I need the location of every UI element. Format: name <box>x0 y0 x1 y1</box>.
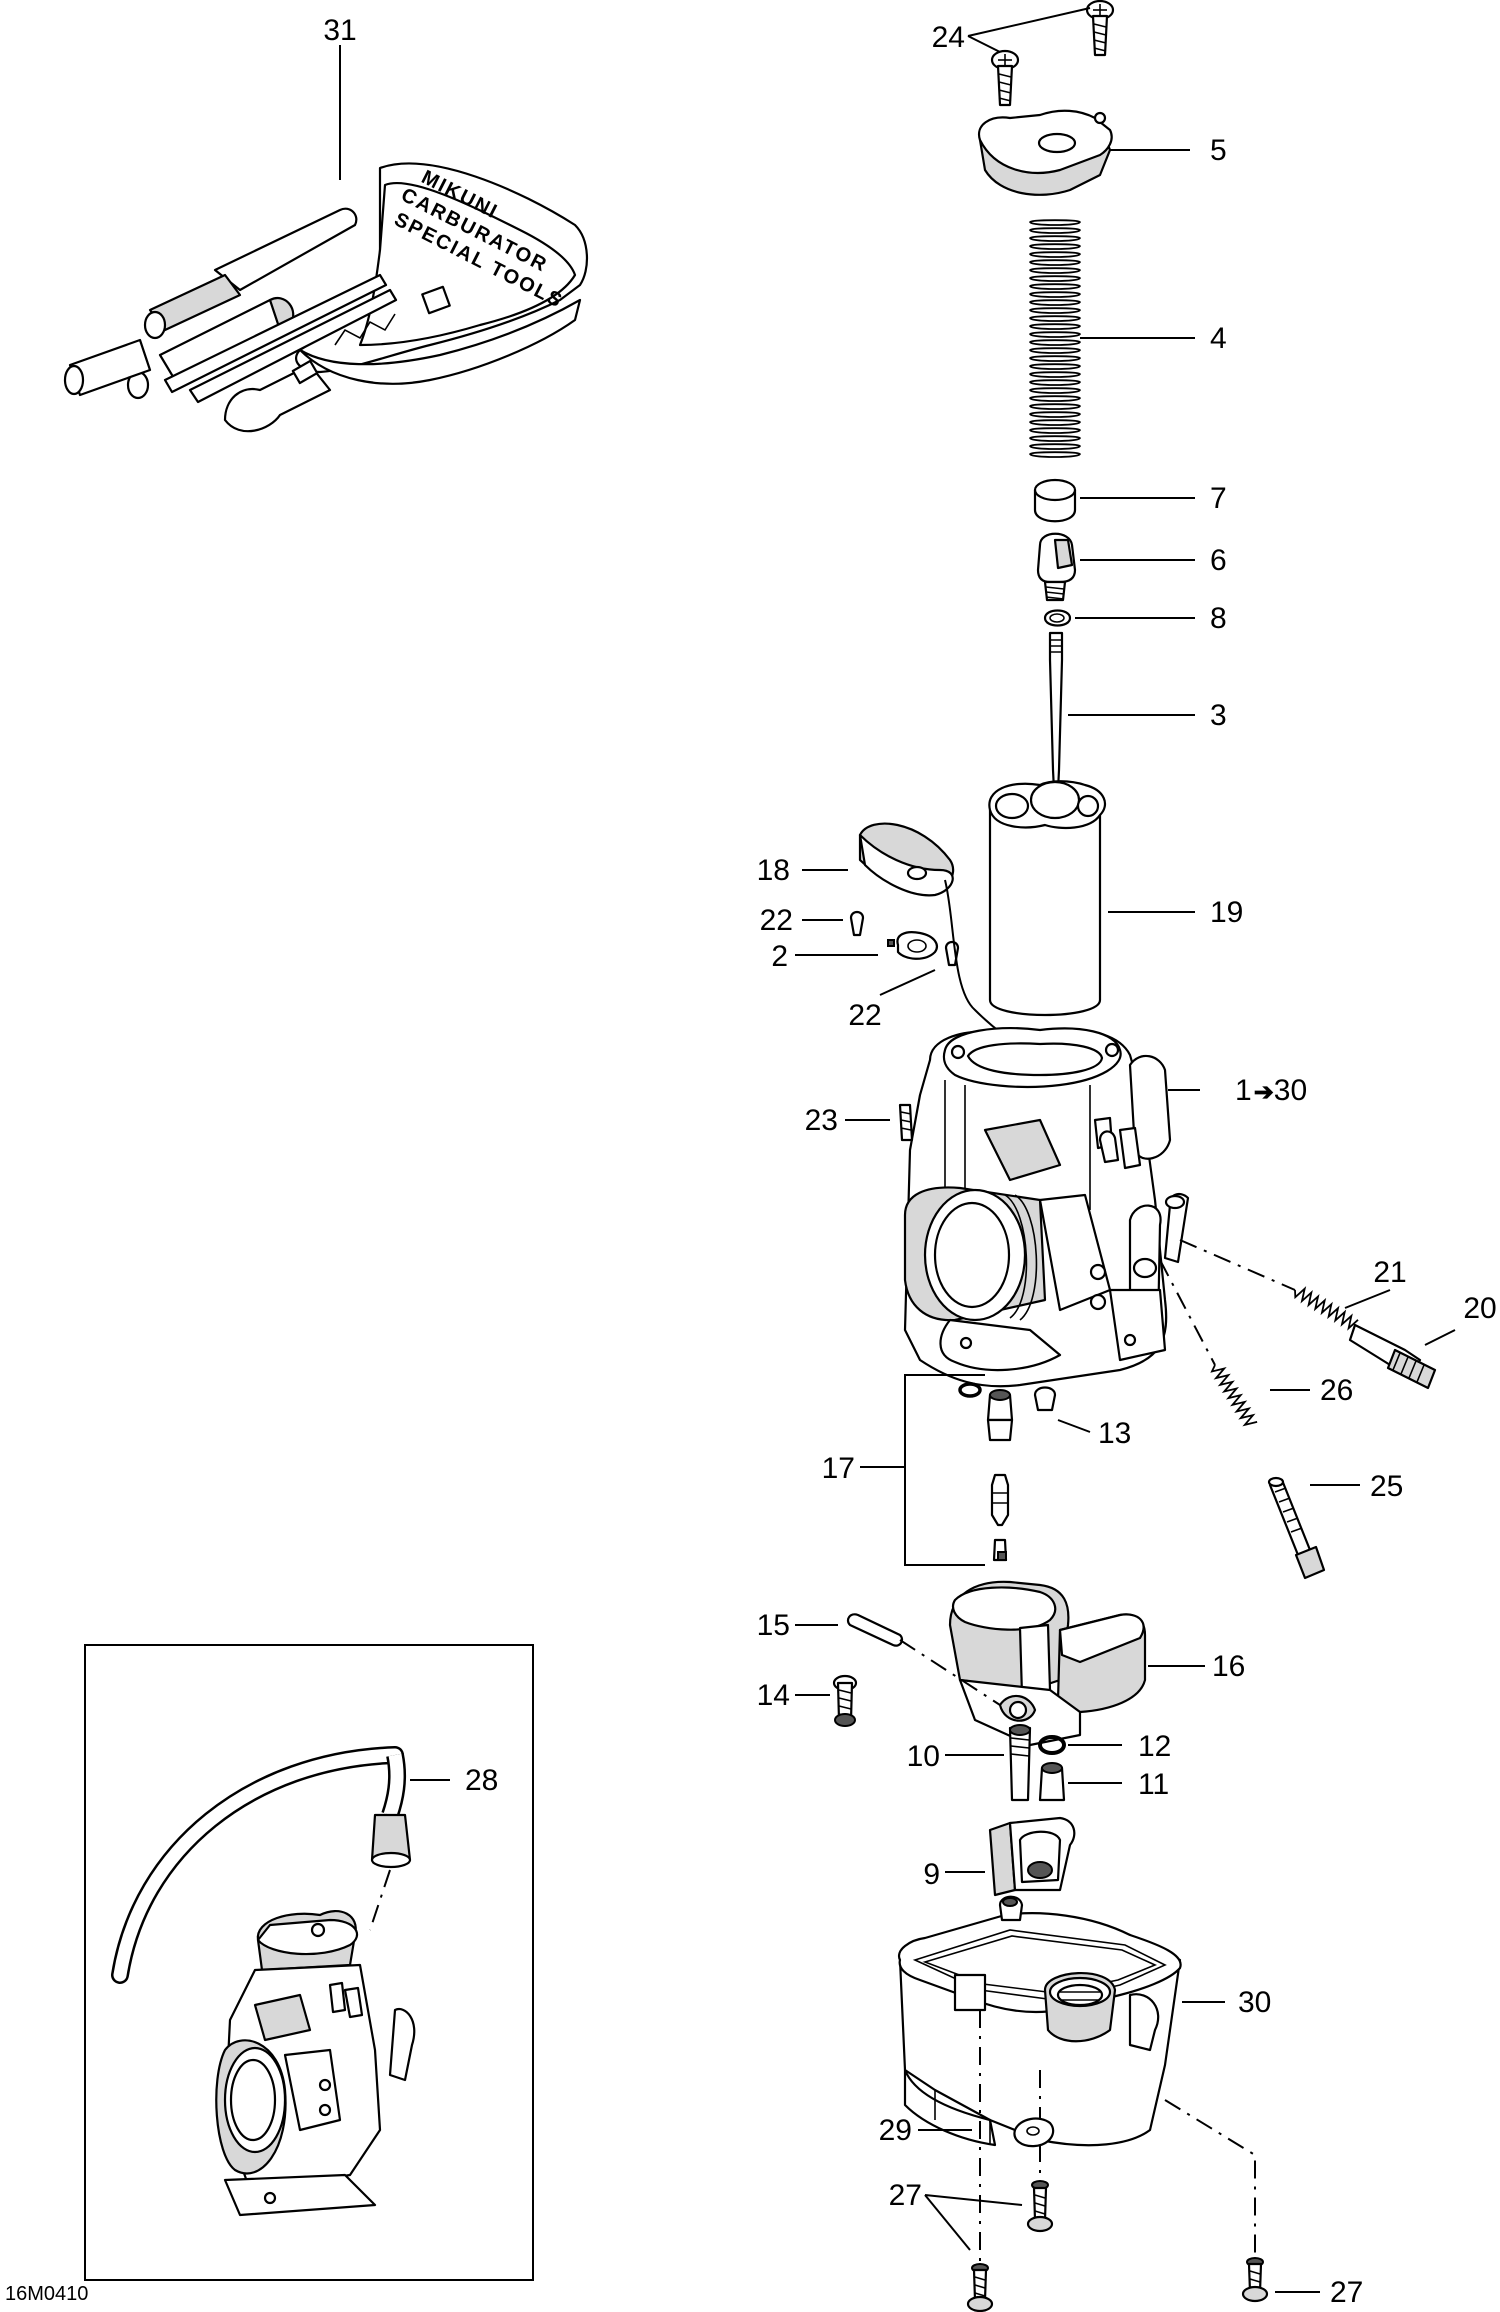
callout-28: 28 <box>465 1764 498 1797</box>
callout-8: 8 <box>1210 602 1227 635</box>
float-assembly <box>795 1580 1205 1747</box>
callout-26: 26 <box>1320 1374 1353 1407</box>
callout-22-lower: 22 <box>848 999 881 1032</box>
callout-13: 13 <box>1098 1417 1131 1450</box>
callout-9: 9 <box>923 1858 940 1891</box>
callout-6: 6 <box>1210 544 1227 577</box>
throttle-valve-spring <box>1029 219 1195 458</box>
throttle-stop-screw-assembly <box>1159 1259 1360 1580</box>
callout-30: 30 <box>1238 1986 1271 2019</box>
main-jet-kit <box>860 1374 1091 1566</box>
callout-5: 5 <box>1210 134 1227 167</box>
callout-17: 17 <box>822 1452 855 1485</box>
callout-27-right: 27 <box>1330 2276 1363 2309</box>
figure-code: 16M0410 <box>5 2283 88 2305</box>
callout-25: 25 <box>1370 1470 1403 1503</box>
callout-10: 10 <box>907 1740 940 1773</box>
needle-valve-parts <box>945 1724 1122 1897</box>
spring-seat <box>1033 478 1195 523</box>
throttle-valve <box>988 780 1195 1017</box>
callout-1-arrow: ➔ <box>1254 1079 1274 1106</box>
callout-20: 20 <box>1463 1292 1496 1325</box>
special-tools-kit: MIKUNI CARBURATOR SPECIAL TOOLS <box>63 45 589 433</box>
carburetor-top-cover <box>977 109 1190 196</box>
e-clip <box>1043 609 1195 627</box>
callout-21: 21 <box>1373 1256 1406 1289</box>
needle-holder <box>1036 532 1195 602</box>
callout-14: 14 <box>757 1679 790 1712</box>
callout-4: 4 <box>1210 322 1227 355</box>
callout-1-target: 30 <box>1274 1074 1307 1107</box>
throttle-valve-plate <box>795 822 1018 1052</box>
callout-11: 11 <box>1138 1768 1169 1801</box>
callout-7: 7 <box>1210 482 1227 515</box>
callout-1: 1➔30 <box>1235 1074 1307 1107</box>
carburetor-body <box>845 1027 1200 1388</box>
callout-29: 29 <box>879 2114 912 2147</box>
cover-screws <box>967 0 1115 107</box>
callout-3: 3 <box>1210 699 1227 732</box>
callout-2: 2 <box>771 940 788 973</box>
callout-22-upper: 22 <box>760 904 793 937</box>
callout-15: 15 <box>757 1609 790 1642</box>
callout-23: 23 <box>805 1104 838 1137</box>
callout-24: 24 <box>932 21 965 54</box>
vent-hose-inset <box>84 1644 534 2281</box>
callout-16: 16 <box>1212 1650 1245 1683</box>
float-bowl <box>897 1895 1225 2147</box>
callout-31: 31 <box>323 14 356 47</box>
callout-18: 18 <box>757 854 790 887</box>
callout-19: 19 <box>1210 896 1243 929</box>
callout-27-left: 27 <box>889 2179 922 2212</box>
callout-1-number: 1 <box>1235 1074 1252 1107</box>
bowl-screws <box>918 2010 1320 2312</box>
air-screw-assembly <box>1179 1239 1456 1390</box>
callout-12: 12 <box>1138 1730 1171 1763</box>
